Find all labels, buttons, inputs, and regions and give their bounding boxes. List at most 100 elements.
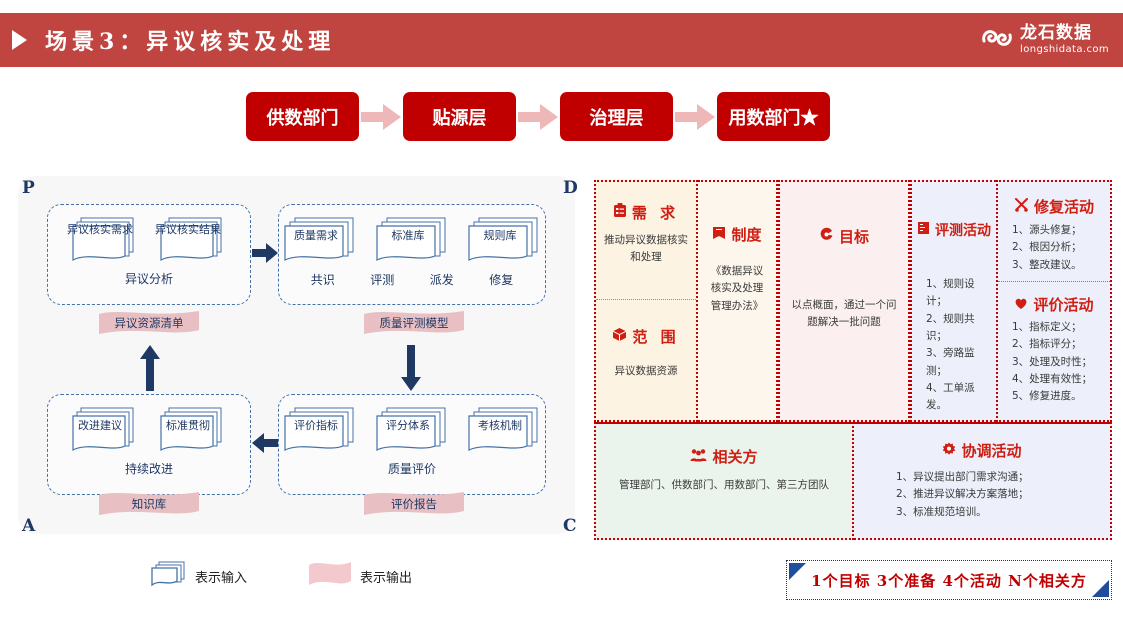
stacked-documents-icon: 规则库 xyxy=(463,216,545,268)
pdca-corner-c: C xyxy=(563,516,577,536)
stakeholders-cell[interactable]: 相关方 管理部门、供数部门、用数部门、第三方团队 xyxy=(594,422,854,540)
logo-text-en: longshidata.com xyxy=(1020,44,1109,55)
flow-step-supply[interactable]: 供数部门 xyxy=(246,92,359,141)
stakeholders-heading: 相关方 xyxy=(596,446,852,467)
goal-title: 目标 xyxy=(838,228,869,246)
scope-body: 异议数据资源 xyxy=(614,365,678,377)
flow-step-governance-layer[interactable]: 治理层 xyxy=(560,92,673,141)
pdca-quadrant-plan[interactable]: 异议核实需求 异议核实结果 异议分析 xyxy=(47,204,251,305)
evaluate-heading: 评价活动 xyxy=(998,294,1110,315)
doc-label: 评分体系 xyxy=(386,419,430,432)
arrow-act-to-plan-icon xyxy=(139,345,161,395)
legend-input-label: 表示输入 xyxy=(195,570,248,586)
output-tag-act: 知识库 xyxy=(99,491,199,517)
goal-body: 以点概面，通过一个问题解决一批问题 xyxy=(791,299,897,329)
list-item: 3、旁路监测； xyxy=(926,347,975,377)
need-body: 推动异议数据核实和处理 xyxy=(604,234,688,264)
quadrant-steps: 共识 评测 派发 修复 xyxy=(279,271,545,288)
list-item: 5、修复进度。 xyxy=(1012,390,1082,403)
policy-cell[interactable]: 制度 《数据异议核实及处理管理办法》 xyxy=(698,180,778,422)
list-item: 2、推进异议解决方案落地； xyxy=(896,488,1029,501)
list-item: 3、整改建议。 xyxy=(1012,258,1082,271)
right-arrow-icon xyxy=(673,102,717,132)
evaluate-cell[interactable]: 评价活动 1、指标定义； 2、指标评分； 3、处理及时性； 4、处理有效性； 5… xyxy=(998,282,1110,424)
list-item: 1、源头修复； xyxy=(1012,224,1082,236)
legend-item-output: 表示输出 xyxy=(309,561,412,591)
assess-title: 评测活动 xyxy=(935,223,991,239)
scope-heading: 范 围 xyxy=(596,326,696,347)
legend-item-input: 表示输入 xyxy=(150,560,247,592)
doc-label: 标准库 xyxy=(391,229,425,242)
stacked-documents-icon: 评分体系 xyxy=(371,406,453,458)
clipboard-checklist-icon xyxy=(613,203,627,222)
step-label: 共识 xyxy=(310,273,335,287)
coordinate-heading: 协调活动 xyxy=(854,440,1110,461)
pdca-corner-p: P xyxy=(22,178,35,198)
list-item: 1、异议提出部门需求沟通； xyxy=(896,471,1029,483)
doc-label: 考核机制 xyxy=(478,419,522,432)
corner-triangle-bottom-right-icon xyxy=(1092,580,1109,597)
wave-ribbon-icon xyxy=(309,561,352,591)
stakeholders-title: 相关方 xyxy=(712,448,758,466)
step-label: 修复 xyxy=(489,273,514,287)
stacked-documents-icon: 改进建议 xyxy=(67,406,143,458)
pdca-corner-d: D xyxy=(563,178,578,198)
stacked-documents-icon: 异议核实结果 xyxy=(155,216,231,268)
coordinate-items: 1、异议提出部门需求沟通； 2、推进异议解决方案落地； 3、标准规范培训。 xyxy=(854,469,1110,521)
doc-label: 规则库 xyxy=(483,229,517,242)
scope-title: 范 围 xyxy=(632,328,680,346)
ruler-icon xyxy=(917,221,930,239)
list-item: 2、根因分析； xyxy=(1012,241,1082,254)
flow-step-source-layer[interactable]: 贴源层 xyxy=(403,92,516,141)
pdca-quadrant-act[interactable]: 改进建议 标准贯彻 持续改进 xyxy=(47,394,251,495)
assess-cell[interactable]: 评测活动 1、规则设计； 2、规则共识； 3、旁路监测； 4、工单派发。 xyxy=(910,180,996,422)
step-label: 评测 xyxy=(370,273,395,287)
need-title: 需 求 xyxy=(631,204,680,222)
stacked-documents-icon: 异议核实需求 xyxy=(67,216,143,268)
wave-ribbon-icon xyxy=(99,492,199,515)
doc-label: 质量需求 xyxy=(294,229,338,242)
evaluate-title: 评价活动 xyxy=(1033,296,1094,314)
arrow-check-to-act-icon xyxy=(252,432,278,458)
summary-bar: 1个目标 3个准备 4个活动 N个相关方 xyxy=(786,560,1112,600)
coordinate-title: 协调活动 xyxy=(961,442,1022,460)
list-item: 4、工单派发。 xyxy=(926,381,975,412)
logo-text-cn: 龙石数据 xyxy=(1020,23,1093,43)
quadrant-caption: 持续改进 xyxy=(124,462,173,476)
repair-title: 修复活动 xyxy=(1033,198,1094,216)
pdca-quadrant-check[interactable]: 评价指标 评分体系 考核机制 质量评价 xyxy=(278,394,546,495)
doc-label: 标准贯彻 xyxy=(166,419,210,432)
pdca-corner-a: A xyxy=(22,516,36,536)
doc-list: 质量需求 标准库 规则库 xyxy=(279,205,545,268)
arrow-plan-to-do-icon xyxy=(252,242,278,268)
output-tag-plan: 异议资源清单 xyxy=(99,310,199,336)
flow-step-consumer[interactable]: 用数部门★ xyxy=(717,92,830,141)
coordinate-cell[interactable]: 协调活动 1、异议提出部门需求沟通； 2、推进异议解决方案落地； 3、标准规范培… xyxy=(854,422,1112,540)
goal-cell[interactable]: 目标 以点概面，通过一个问题解决一批问题 xyxy=(778,180,910,422)
wave-ribbon-icon xyxy=(364,492,464,515)
assess-heading: 评测活动 xyxy=(912,220,996,240)
need-cell[interactable]: 需 求 推动异议数据核实和处理 xyxy=(596,182,696,300)
repair-items: 1、源头修复； 2、根因分析； 3、整改建议。 xyxy=(998,222,1110,274)
list-item: 2、指标评分； xyxy=(1012,338,1082,351)
output-tag-do: 质量评测模型 xyxy=(364,310,464,336)
people-group-icon xyxy=(690,448,707,466)
corner-triangle-top-left-icon xyxy=(789,563,806,580)
list-item: 1、规则设计； xyxy=(926,278,975,308)
list-item: 3、标准规范培训。 xyxy=(896,505,987,518)
doc-label: 异议核实结果 xyxy=(155,223,221,236)
summary-text: 1个目标 3个准备 4个活动 N个相关方 xyxy=(811,571,1087,590)
stakeholders-body: 管理部门、供数部门、用数部门、第三方团队 xyxy=(619,479,829,491)
step-label: 派发 xyxy=(429,273,454,287)
list-item: 2、规则共识； xyxy=(926,312,975,342)
doc-list: 异议核实需求 异议核实结果 xyxy=(48,205,250,268)
list-item: 1、指标定义； xyxy=(1012,321,1082,333)
need-scope-column: 需 求 推动异议数据核实和处理 范 围 异议数据资源 xyxy=(594,180,698,422)
policy-title: 制度 xyxy=(731,226,762,244)
repair-cell[interactable]: 修复活动 1、源头修复； 2、根因分析； 3、整改建议。 xyxy=(998,182,1110,282)
repair-heading: 修复活动 xyxy=(998,196,1110,217)
pdca-quadrant-do[interactable]: 质量需求 标准库 规则库 共识 评测 派发 修复 xyxy=(278,204,546,305)
scope-cell[interactable]: 范 围 异议数据资源 xyxy=(596,300,696,424)
stacked-documents-icon: 标准库 xyxy=(371,216,453,268)
target-dial-icon xyxy=(819,227,834,246)
